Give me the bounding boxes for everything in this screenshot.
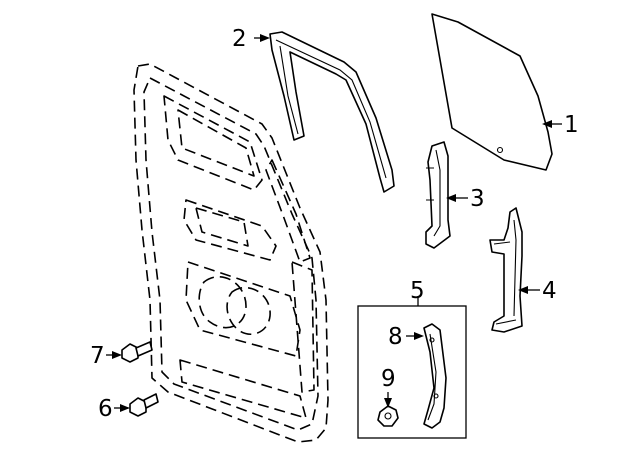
bolt-7 — [121, 341, 153, 363]
callout-6: 6 — [98, 396, 113, 422]
door-inner-panel — [133, 63, 329, 443]
window-regulator — [423, 323, 447, 429]
regulator-motor — [377, 405, 399, 427]
callout-5: 5 — [410, 278, 425, 304]
callout-9: 9 — [381, 366, 396, 392]
callout-1: 1 — [564, 112, 579, 138]
door-glass — [431, 13, 553, 171]
callout-8: 8 — [388, 324, 403, 350]
regulator-assembly-box — [357, 296, 467, 439]
callout-2: 2 — [232, 26, 247, 52]
glass-run-channel — [269, 31, 395, 193]
callout-7: 7 — [90, 343, 105, 369]
rear-run-channel — [489, 207, 523, 333]
callout-3: 3 — [470, 186, 485, 212]
front-run-channel — [425, 141, 451, 249]
callout-4: 4 — [542, 278, 557, 304]
bolt-6 — [129, 393, 159, 417]
leader-lines — [106, 34, 562, 412]
